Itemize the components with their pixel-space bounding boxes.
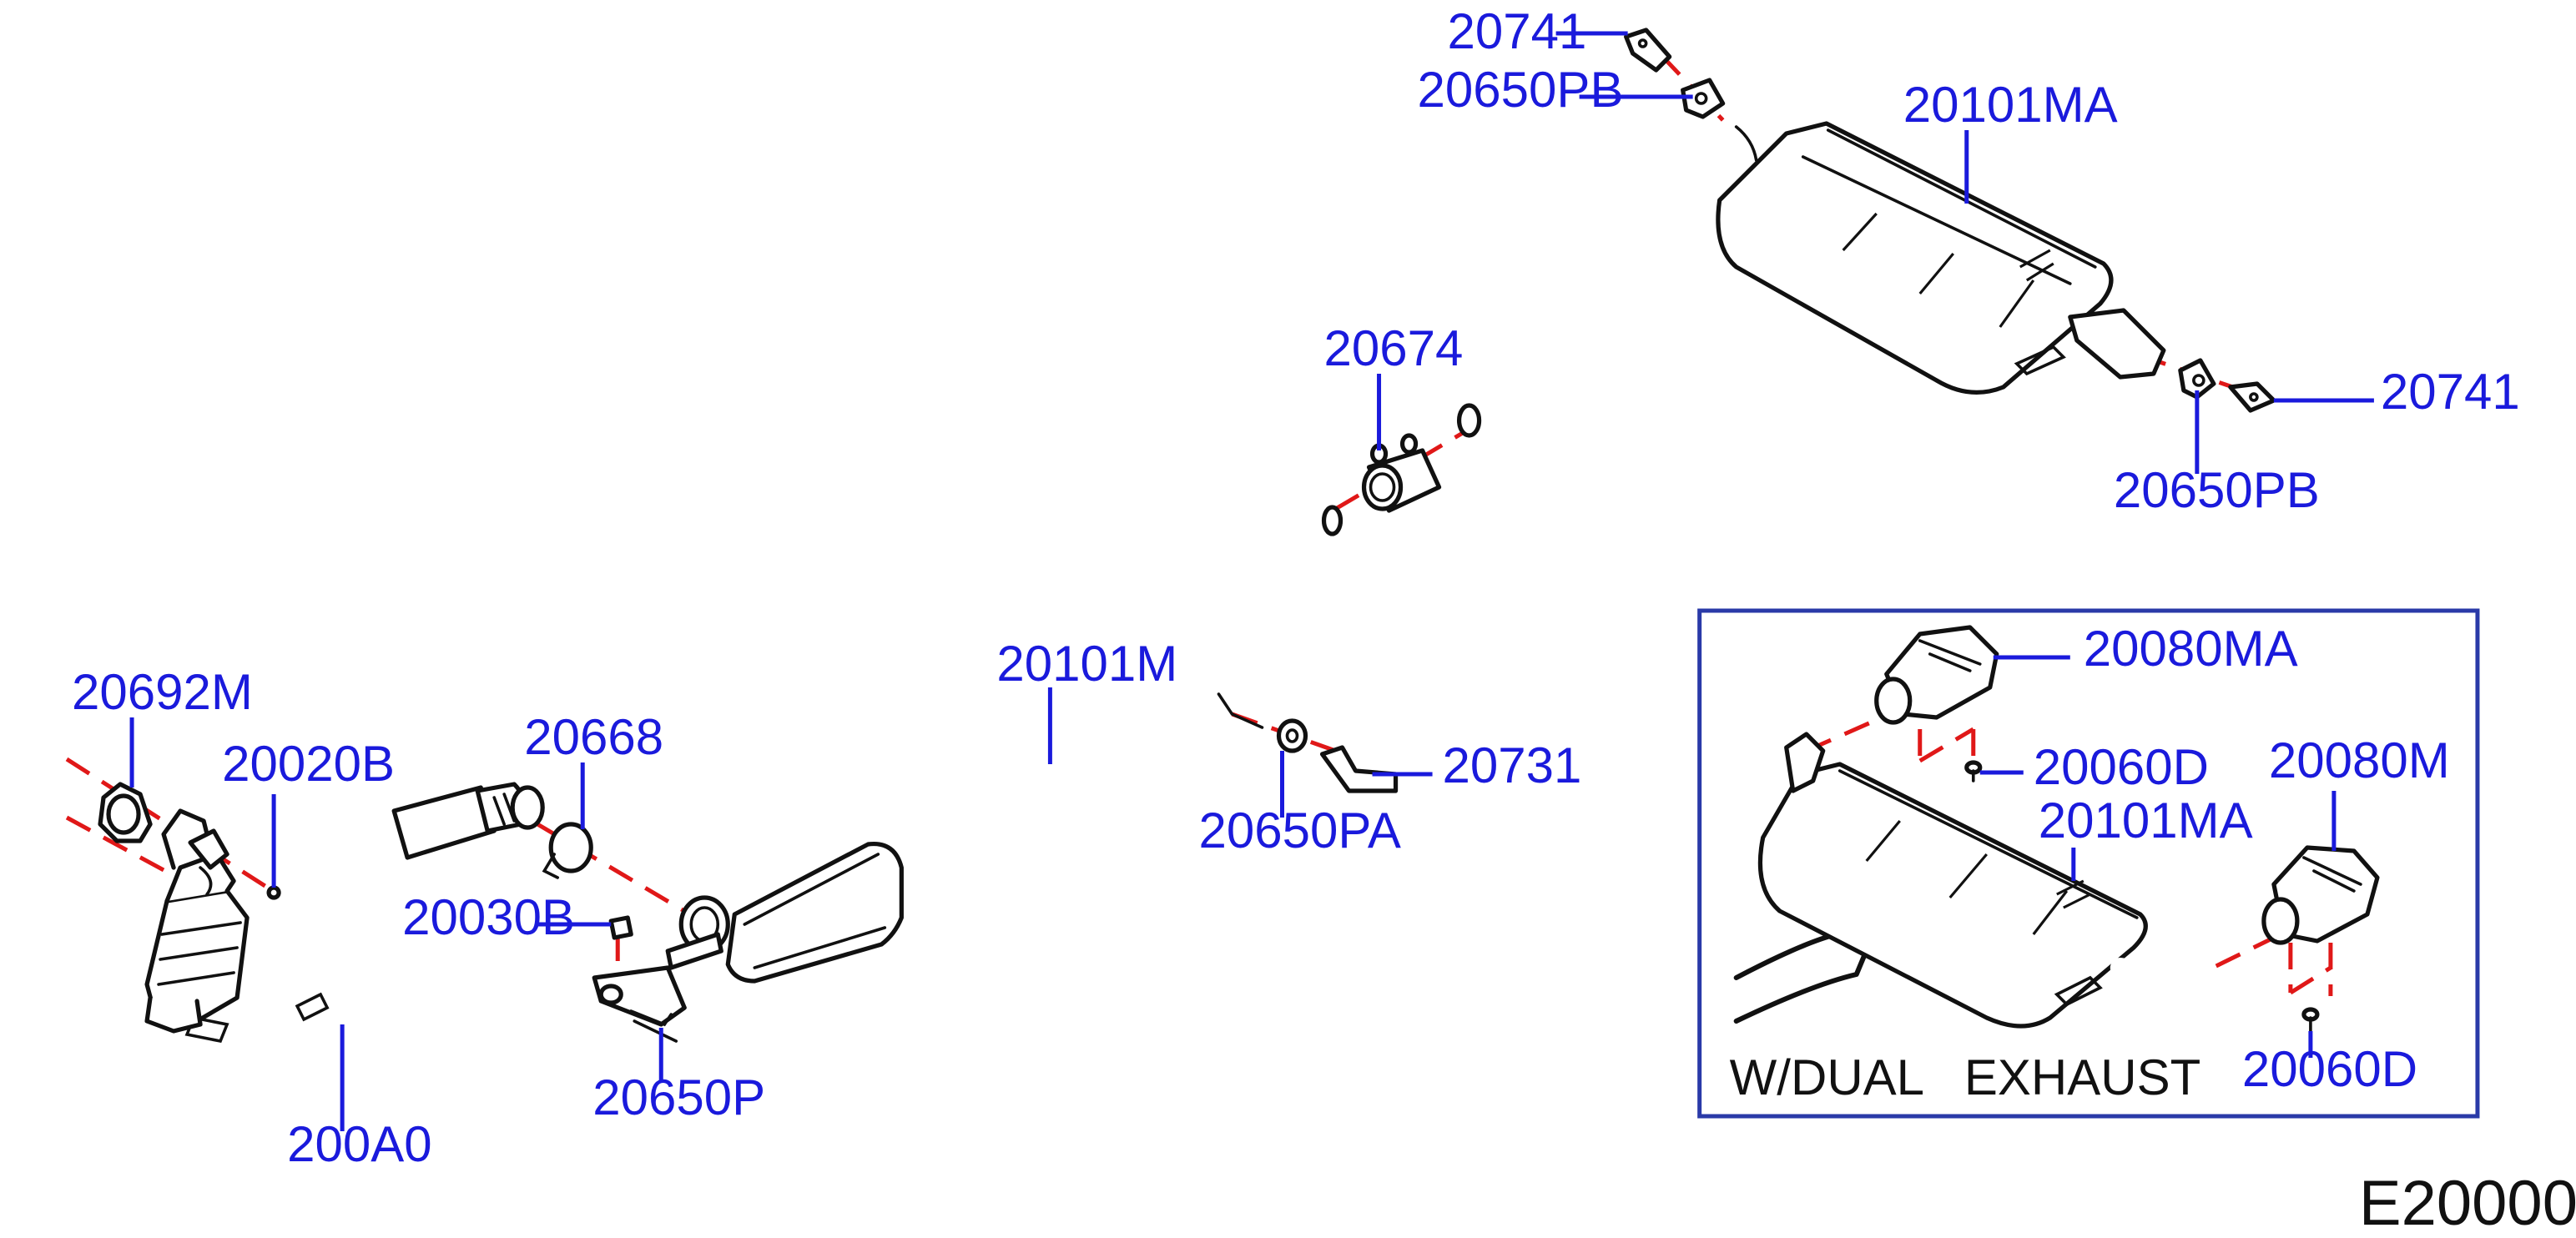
label-20101ma: 20101MA: [1903, 77, 2118, 133]
part-labels: 20741 20650PB 20101MA 20674 20741 20650P…: [72, 3, 2520, 1172]
label-20668: 20668: [524, 709, 663, 765]
label-inset-20080m: 20080M: [2269, 732, 2450, 788]
gasket-20692m: [98, 782, 153, 843]
hanger-bracket-20741-right: [2228, 381, 2276, 413]
center-muffler-20101m: [592, 505, 1343, 1043]
label-20692m: 20692M: [72, 664, 253, 720]
label-20020b: 20020B: [222, 736, 395, 792]
label-20741-right: 20741: [2381, 364, 2520, 420]
label-20674: 20674: [1324, 320, 1464, 376]
label-20741-top: 20741: [1448, 3, 1587, 59]
front-pipe-200a0: [150, 782, 545, 1054]
nut-20030b: [608, 915, 633, 940]
label-20030b: 20030B: [402, 889, 575, 945]
screw-20060d-lower: [2301, 1007, 2320, 1033]
label-200a0: 200A0: [287, 1116, 432, 1172]
tail-finisher-20080ma: [1874, 625, 1999, 725]
inset-muffler-20101ma: [1733, 732, 2214, 1029]
label-inset-20101ma: 20101MA: [2039, 793, 2253, 848]
screw-20060d-upper: [1964, 760, 1983, 783]
insulator-20650pb-top: [1681, 78, 1726, 119]
inset-caption: W/DUAL EXHAUST: [1730, 1049, 2201, 1105]
hanger-bracket-20741-top: [1624, 28, 1672, 73]
label-inset-20060d-top: 20060D: [2034, 739, 2209, 795]
seal-ring-20668: [542, 822, 593, 879]
label-inset-20060d-bottom: 20060D: [2242, 1041, 2417, 1097]
label-inset-20080ma: 20080MA: [2084, 621, 2298, 677]
insulator-20650pb-right: [2178, 358, 2216, 400]
label-20650pb-right: 20650PB: [2114, 462, 2320, 518]
insulator-20650pa: [1276, 718, 1308, 753]
catalytic-converter: [144, 808, 250, 1034]
label-20650pb-top: 20650PB: [1418, 62, 1624, 118]
diagram-reference-code: E2000085: [2359, 1168, 2576, 1238]
clamp-20674: [1361, 433, 1442, 513]
leader-lines: [129, 31, 2374, 1131]
label-20731: 20731: [1443, 737, 1582, 793]
label-20650p: 20650P: [592, 1069, 765, 1125]
tail-finisher-20080m: [2261, 845, 2380, 945]
label-20101m: 20101M: [996, 636, 1177, 692]
stud-20020b: [266, 885, 281, 900]
label-20650pa: 20650PA: [1198, 803, 1400, 858]
bracket-20731: [1319, 745, 1399, 793]
inset-frame: [1697, 608, 2480, 1119]
main-muffler-20101ma: [1456, 121, 2166, 438]
